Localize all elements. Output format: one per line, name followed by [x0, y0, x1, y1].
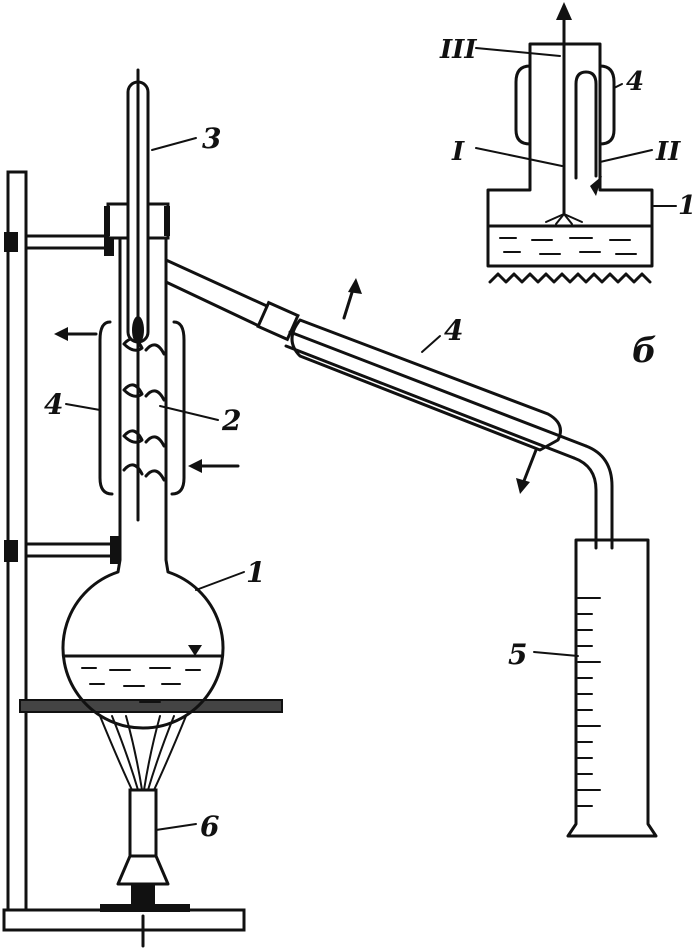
label-burner: 6	[200, 810, 219, 843]
label-flask: 1	[246, 556, 265, 589]
label-level-three: III	[439, 35, 477, 65]
main-labels: 3 2 4 4 1 5 6	[44, 122, 579, 843]
label-level-two: II	[655, 137, 681, 167]
label-thermometer: 3	[202, 122, 221, 155]
label-condenser: 4	[444, 314, 463, 347]
label-jacket-left: 4	[44, 388, 63, 421]
thermometer	[126, 68, 150, 522]
label-inset-jacket: 4	[626, 67, 644, 97]
label-inset-vessel: 1	[678, 191, 696, 221]
inset-vessel-diagram: III 4 I II 1 б	[439, 2, 696, 371]
condenser	[164, 258, 614, 550]
label-inset-letter: б	[632, 331, 657, 371]
label-cylinder: 5	[508, 638, 527, 671]
graduated-cylinder	[566, 538, 658, 838]
label-column: 2	[221, 404, 241, 437]
round-bottom-flask	[61, 518, 225, 730]
burner	[99, 715, 187, 948]
stand	[2, 170, 283, 932]
fractionating-column	[54, 202, 240, 522]
label-level-one: I	[451, 137, 465, 167]
